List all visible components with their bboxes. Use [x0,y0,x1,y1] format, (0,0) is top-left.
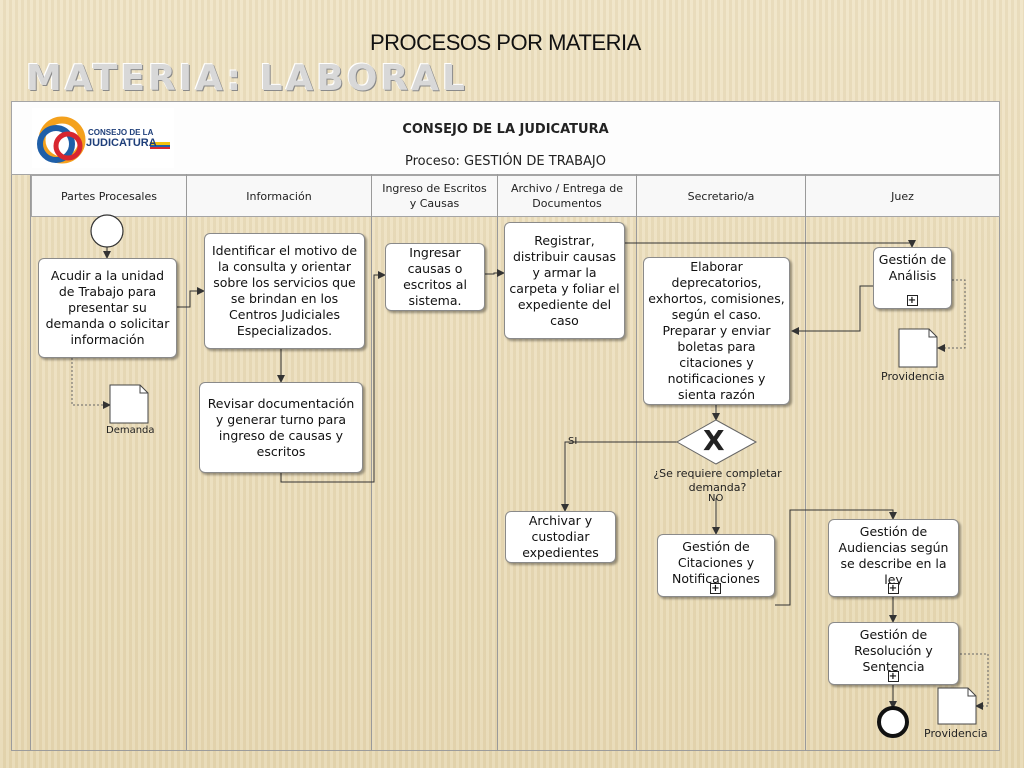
lane-header-archivo: Archivo / Entrega de Documentos [497,175,637,217]
slide-title: PROCESOS POR MATERIA [370,30,641,55]
lane-left-margin [11,175,31,751]
task-gestion-resolucion-label: Gestión de Resolución y Sentencia [854,627,933,674]
task-identificar[interactable]: Identificar el motivo de la consulta y o… [204,233,365,349]
logo-text-bottom: JUDICATURA [86,137,157,149]
process-name: Proceso: GESTIÓN DE TRABAJO [405,154,606,169]
logo-icon [37,116,170,164]
document-label-demanda: Demanda [106,425,155,436]
task-archivar[interactable]: Archivar y custodiar expedientes [505,511,616,563]
gateway-symbol: X [703,424,725,457]
task-gestion-resolucion[interactable]: Gestión de Resolución y Sentencia + [828,622,959,685]
task-acudir[interactable]: Acudir a la unidad de Trabajo para prese… [38,258,177,358]
diagram-header: CONSEJO DE LA JUDICATURA CONSEJO DE LA J… [11,101,1000,175]
subprocess-plus-icon: + [887,671,899,682]
lane-header-juez: Juez [805,175,1000,217]
task-ingresar[interactable]: Ingresar causas o escritos al sistema. [385,243,485,311]
document-label-providencia: Providencia [924,727,988,740]
task-elaborar[interactable]: Elaborar deprecatorios, exhortos, comisi… [643,257,790,405]
task-gestion-citaciones-label: Gestión de Citaciones y Notificaciones [672,539,760,586]
lane-divider [186,174,187,751]
end-event-icon [877,706,909,738]
exclusive-gateway-icon [675,419,758,465]
gateway-question: ¿Se requiere completar demanda? [653,467,782,494]
subprocess-plus-icon: + [887,583,899,594]
lane-header-secretario: Secretario/a [636,175,806,217]
task-registrar[interactable]: Registrar, distribuir causas y armar la … [504,222,625,339]
start-event-icon [90,214,124,248]
document-icon [898,328,938,368]
subprocess-plus-icon: + [710,583,721,594]
lane-divider [371,174,372,751]
logo: CONSEJO DE LA JUDICATURA [32,108,174,168]
task-revisar[interactable]: Revisar documentación y generar turno pa… [199,382,363,473]
org-name: CONSEJO DE LA JUDICATURA [402,122,609,137]
task-gestion-analisis-label: Gestión de Análisis [878,252,947,283]
logo-text-top: CONSEJO DE LA [88,128,154,137]
lane-header-ingreso: Ingreso de Escritos y Causas [371,175,498,217]
task-gestion-analisis[interactable]: Gestión de Análisis + [873,247,952,309]
lane-header-informacion: Información [186,175,372,217]
task-gestion-audiencias-label: Gestión de Audiencias según se describe … [838,524,949,587]
task-gestion-citaciones[interactable]: Gestión de Citaciones y Notificaciones + [657,534,775,597]
subprocess-plus-icon: + [906,295,918,306]
document-icon [109,384,149,424]
lane-divider [497,174,498,751]
gateway-no-label: NO [708,493,724,504]
slide-subtitle: MATERIA: LABORAL [26,58,468,99]
lane-divider [805,174,806,751]
document-label-providencia: Providencia [881,370,945,383]
task-gestion-audiencias[interactable]: Gestión de Audiencias según se describe … [828,519,959,597]
document-icon [937,687,977,725]
lane-divider [636,174,637,751]
gateway-yes-label: SI [568,436,578,447]
